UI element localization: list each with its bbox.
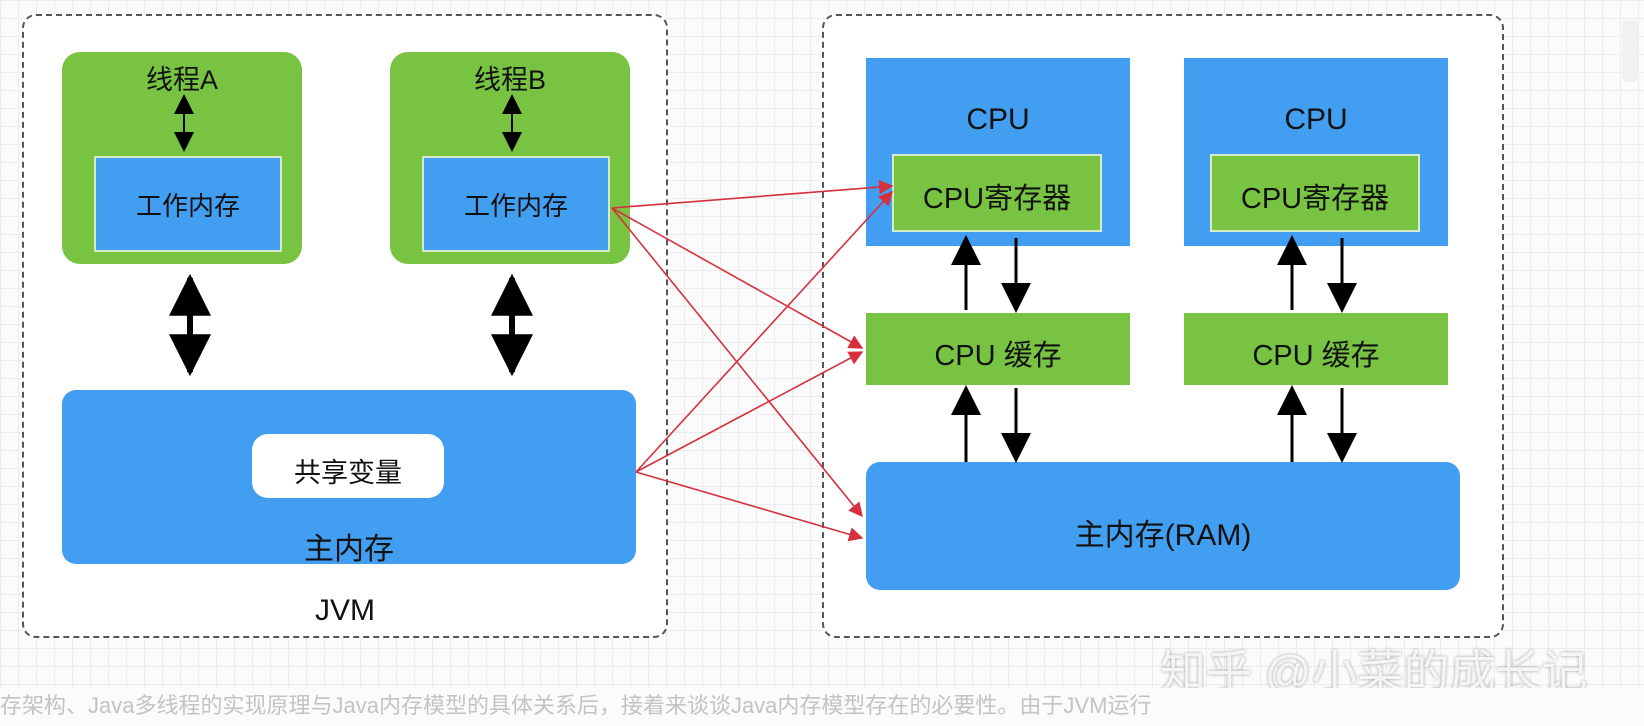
- cpu-1-cache: [866, 313, 1130, 385]
- ram-label: 主内存(RAM): [1074, 519, 1252, 552]
- map-main-to-cache: [635, 351, 864, 473]
- map-work-to-registers: [611, 179, 894, 209]
- thread-b-work-memory-label: 工作内存: [463, 191, 568, 221]
- cpu-2-registers: [1210, 154, 1420, 232]
- shared-variable-box: [252, 434, 444, 498]
- cpu-1-cache-label: CPU 缓存: [934, 340, 1062, 372]
- thread-b-work-memory: [422, 156, 610, 252]
- jvm-label: JVM: [315, 594, 375, 627]
- cpu-1-title: CPU: [966, 103, 1030, 136]
- shared-variable-label: 共享变量: [294, 458, 402, 488]
- cpu-1-registers-label: CPU寄存器: [922, 183, 1072, 215]
- map-main-to-ram: [635, 471, 864, 542]
- map-work-to-cache: [611, 207, 864, 349]
- jvm-main-memory-label: 主内存: [304, 533, 394, 566]
- cpu-2-registers-label: CPU寄存器: [1240, 183, 1390, 215]
- thread-a-work-memory: [94, 156, 282, 252]
- cpu-2-title: CPU: [1284, 103, 1348, 136]
- thread-b-title: 线程B: [473, 65, 546, 95]
- map-main-to-registers: [635, 190, 893, 473]
- ram-box: [866, 462, 1460, 590]
- scrollbar[interactable]: [1622, 20, 1638, 82]
- cpu-1-registers: [892, 154, 1102, 232]
- cpu-2-cache: [1184, 313, 1448, 385]
- caption-text: 存架构、Java多线程的实现原理与Java内存模型的具体关系后，接着来谈谈Jav…: [0, 688, 1644, 726]
- thread-a-title: 线程A: [145, 65, 218, 95]
- cpu-2-cache-label: CPU 缓存: [1252, 340, 1380, 372]
- thread-a-work-memory-label: 工作内存: [135, 191, 240, 221]
